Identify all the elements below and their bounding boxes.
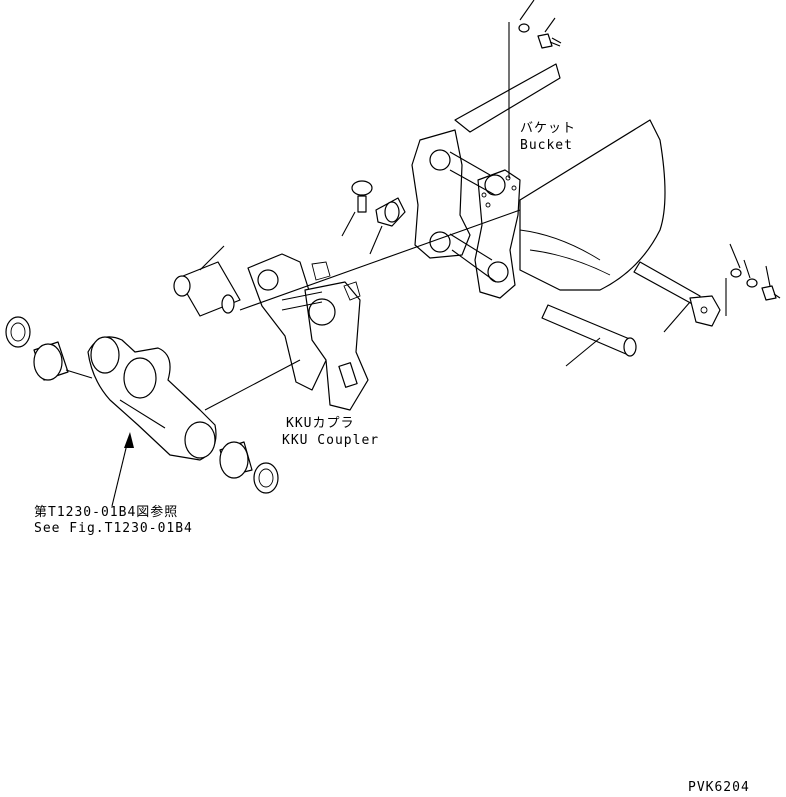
link-arm — [87, 336, 301, 461]
bucket-label-en: Bucket — [520, 138, 573, 153]
drawing-code: PVK6204 — [688, 780, 750, 795]
coupler-label-jp: KKUカプラ — [286, 416, 355, 431]
bucket — [411, 63, 666, 299]
coupler-label-en: KKU Coupler — [282, 433, 380, 448]
reference-label-en: See Fig.T1230-01B4 — [34, 521, 193, 536]
seals-and-bushings — [5, 316, 279, 494]
kku-coupler — [247, 253, 369, 411]
pin-left — [173, 209, 521, 317]
bolt-washer-set-top — [508, 0, 562, 178]
grease-fitting-and-bushing — [341, 180, 406, 255]
reference-label-jp: 第T1230-01B4図参照 — [34, 505, 179, 520]
pin-lower — [541, 304, 637, 367]
pin-right — [633, 243, 781, 333]
reference-arrow — [111, 432, 134, 507]
bucket-label-jp: バケット — [520, 121, 577, 136]
